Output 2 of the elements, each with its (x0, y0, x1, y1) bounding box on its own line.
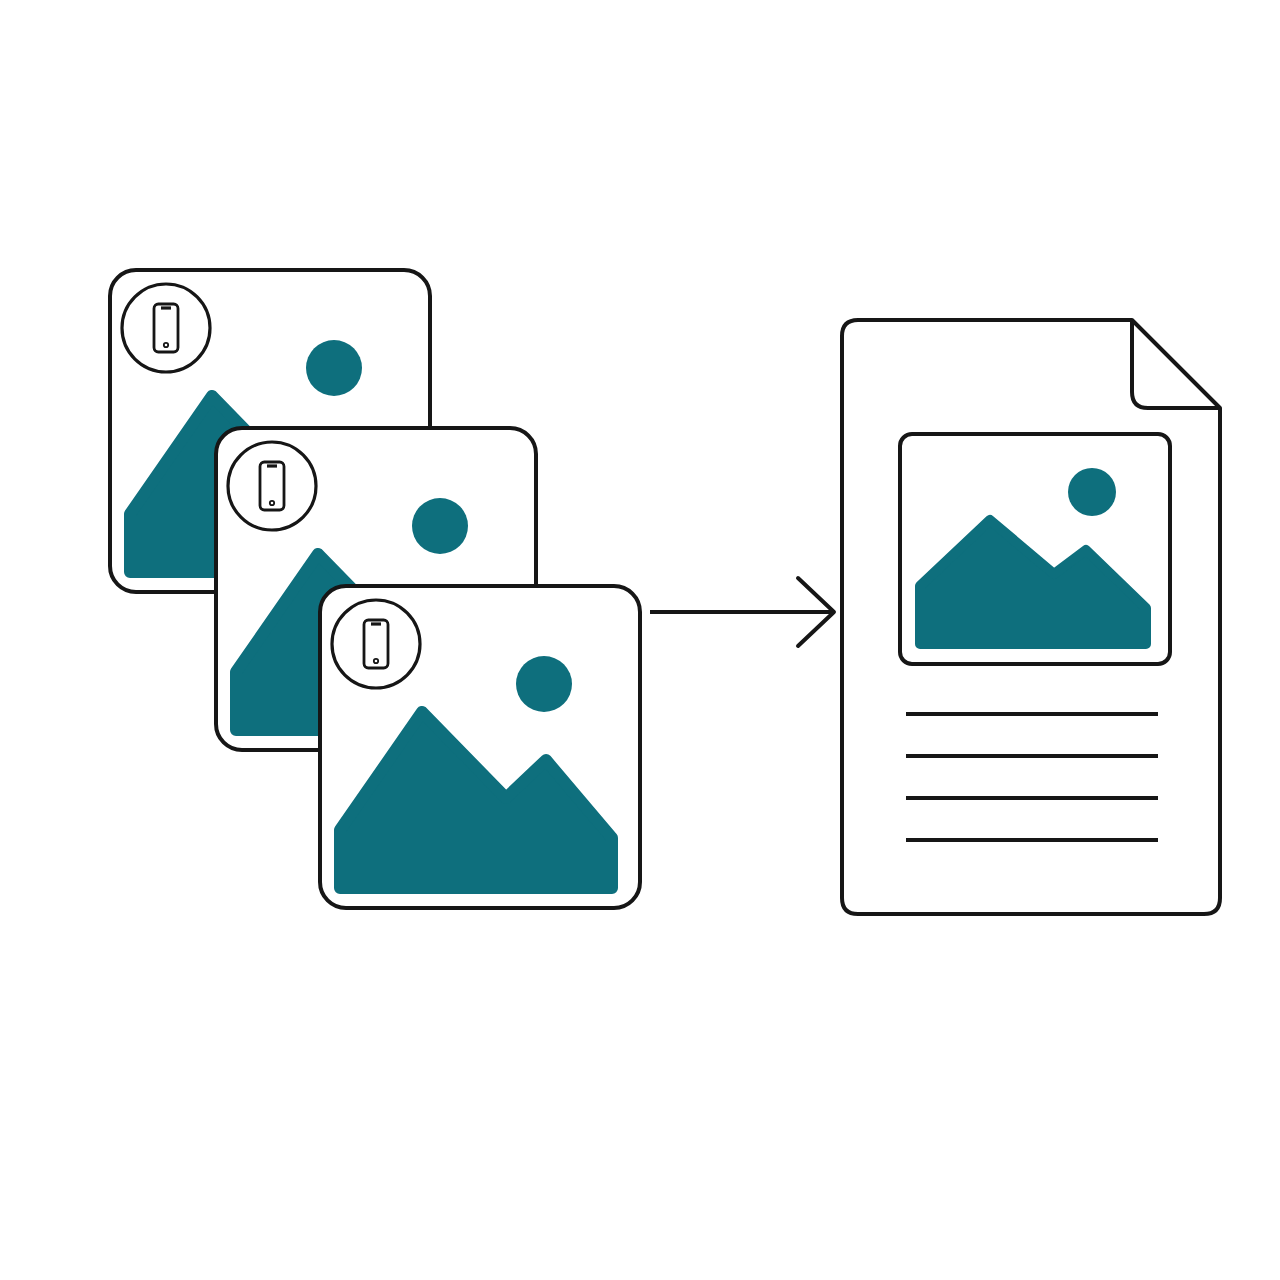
document-icon (840, 318, 1224, 918)
arrow (650, 576, 836, 648)
